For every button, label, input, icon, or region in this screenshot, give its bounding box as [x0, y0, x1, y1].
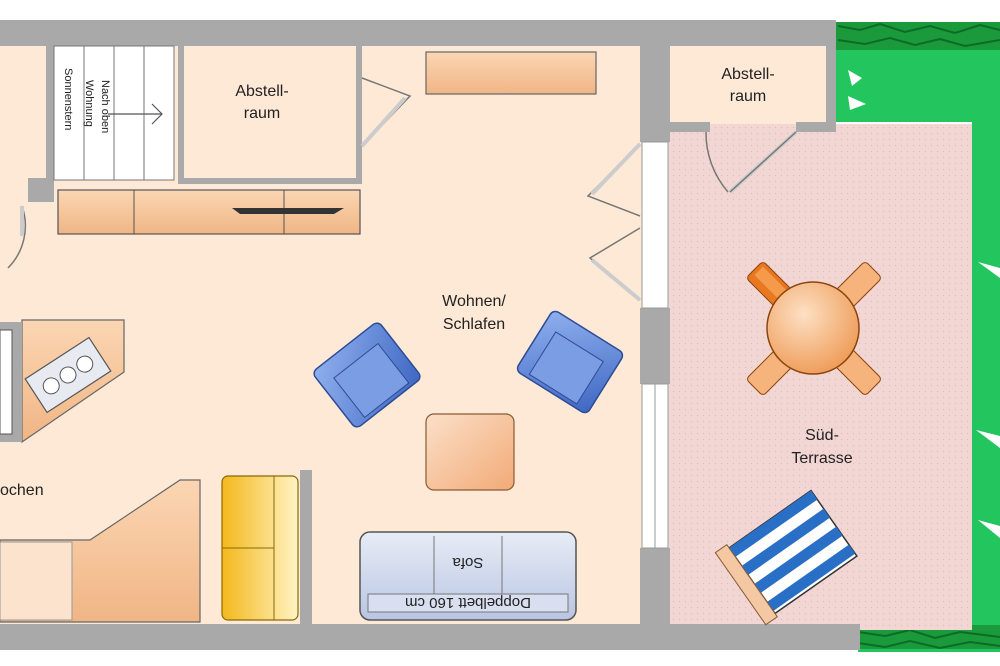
- round-table: [766, 281, 860, 375]
- walls: [0, 20, 860, 650]
- lawn: [836, 22, 1000, 652]
- entry-door[interactable]: [7, 205, 27, 269]
- label-storage-left-2: raum: [244, 105, 280, 122]
- armchair-right: [516, 310, 624, 414]
- shelf: [425, 51, 597, 95]
- sofa-label: Sofa: [452, 554, 484, 571]
- sofa-bed-label: Doppelbett 160 cm: [405, 594, 531, 611]
- stove-icon: [24, 336, 112, 414]
- label-storage-left-1: Abstell-: [235, 83, 288, 100]
- terrace-table-set: [747, 262, 881, 395]
- stairs-line-3: Sonnenstern: [62, 68, 74, 130]
- label-terrace-1: Süd-: [805, 427, 839, 444]
- label-storage-right-1: Abstell-: [721, 66, 774, 83]
- label-kitchen: ochen: [0, 482, 44, 499]
- deck-chair: [714, 489, 858, 626]
- label-living-2: Schlafen: [443, 316, 505, 333]
- yellow-chair: [221, 475, 299, 621]
- storage-right-floor: [668, 46, 828, 124]
- sideboard: [57, 189, 361, 235]
- label-storage-right-2: raum: [730, 88, 766, 105]
- stairs: Nach oben Wohnung Sonnenstern: [53, 45, 175, 181]
- terrace-door[interactable]: [586, 142, 642, 302]
- label-terrace-2: Terrasse: [791, 450, 852, 467]
- stairs-line-1: Nach oben: [99, 80, 111, 133]
- storage-left-door[interactable]: [360, 77, 412, 148]
- stairs-line-2: Wohnung: [83, 80, 95, 127]
- storage-right-door[interactable]: [705, 130, 798, 194]
- kitchen: [0, 319, 201, 623]
- label-living-1: Wohnen/: [442, 293, 506, 310]
- terrace-window: [641, 141, 669, 549]
- sofa-bed: Sofa Doppelbett 160 cm: [359, 531, 577, 621]
- tv-icon: [232, 208, 344, 214]
- armchair-left: [313, 322, 421, 428]
- coffee-table: [425, 413, 515, 491]
